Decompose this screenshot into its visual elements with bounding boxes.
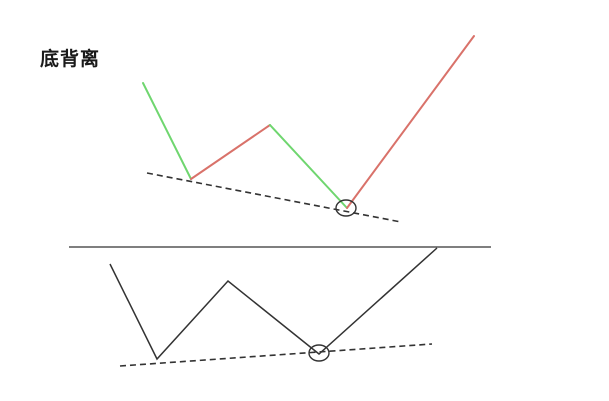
- price-up-leg-2: [346, 35, 475, 209]
- price-up-leg-1: [190, 124, 271, 180]
- price-low-highlight-circle: [335, 199, 357, 217]
- indicator-low-highlight-circle: [308, 344, 330, 362]
- price-down-leg-2: [269, 124, 348, 209]
- price-down-leg-1: [142, 82, 192, 180]
- price-low-trendline: [146, 172, 402, 223]
- diagram-title: 底背离: [40, 48, 101, 70]
- price-panel: [142, 35, 475, 223]
- indicator-panel: [109, 247, 438, 367]
- indicator-low-trendline: [119, 343, 433, 367]
- indicator-line: [109, 247, 438, 361]
